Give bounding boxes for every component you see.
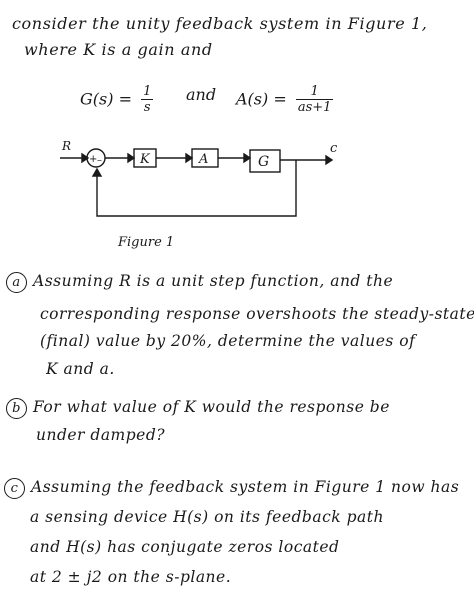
sum-to-k-arrowhead: [127, 152, 136, 164]
output-label: c: [330, 141, 338, 156]
part-c-line-2: a sensing device H(s) on its feedback pa…: [30, 508, 384, 526]
part-b-line-1: b For what value of K would the response …: [6, 398, 390, 419]
part-a-line-2: corresponding response overshoots the st…: [40, 305, 474, 323]
part-a-badge: a: [6, 272, 27, 293]
sum-minus-sign: –: [97, 155, 102, 166]
part-c-text-1: Assuming the feedback system in Figure 1…: [31, 478, 460, 496]
block-diagram: R + – K A G c: [60, 139, 338, 217]
input-label: R: [61, 139, 71, 153]
part-c-line-1: c Assuming the feedback system in Figure …: [4, 478, 459, 499]
and-word: and: [186, 85, 217, 104]
a-lhs: A(s) =: [236, 89, 287, 109]
intro-line-1: consider the unity feedback system in Fi…: [12, 14, 428, 33]
feedback-arrowhead: [91, 167, 103, 177]
intro-line-2: where K is a gain and: [24, 40, 213, 59]
a-to-g-arrowhead: [243, 152, 252, 164]
part-b-text-1: For what value of K would the response b…: [33, 398, 390, 416]
part-b-line-2: under damped?: [36, 426, 166, 444]
block-a-label: A: [198, 152, 208, 167]
block-g-label: G: [258, 154, 269, 170]
a-numerator: 1: [295, 85, 334, 100]
sum-plus-sign: +: [89, 154, 97, 165]
part-c-badge: c: [4, 478, 25, 499]
g-equation: G(s) = 1 s: [80, 84, 154, 115]
part-a-line-3: (final) value by 20%, determine the valu…: [40, 332, 416, 350]
g-denominator: s: [143, 100, 151, 115]
part-a-text-1: Assuming R is a unit step function, and …: [33, 272, 394, 290]
a-equation: A(s) = 1 as+1: [236, 85, 334, 115]
part-b-badge: b: [6, 398, 27, 419]
a-fraction: 1 as+1: [295, 85, 334, 115]
part-a-line-1: a Assuming R is a unit step function, and…: [6, 272, 393, 293]
feedback-path: [96, 160, 297, 217]
a-denominator: as+1: [297, 100, 332, 115]
part-c-line-4: at 2 ± j2 on the s-plane.: [30, 568, 232, 586]
part-a-line-4: K and a.: [46, 360, 115, 378]
g-numerator: 1: [141, 84, 154, 100]
input-arrowhead: [81, 152, 90, 164]
g-lhs: G(s) =: [80, 89, 132, 109]
g-fraction: 1 s: [141, 84, 154, 115]
part-c-line-3: and H(s) has conjugate zeros located: [30, 538, 340, 556]
block-k-label: K: [139, 152, 151, 167]
block-g: [249, 149, 281, 173]
figure-caption: Figure 1: [118, 235, 175, 250]
output-arrowhead: [325, 154, 334, 166]
k-to-a-arrowhead: [185, 152, 194, 164]
